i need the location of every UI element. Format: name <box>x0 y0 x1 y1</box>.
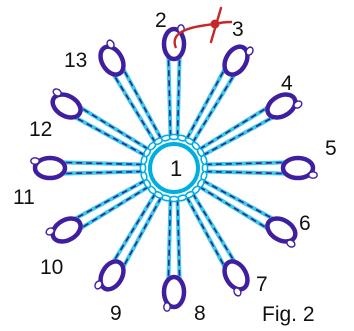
chain-arms <box>60 54 288 282</box>
petal-picot-7 <box>233 287 242 297</box>
petal-picot-9 <box>94 280 103 290</box>
chain-stitch-5 <box>205 161 286 166</box>
chain-stitch-3 <box>192 73 236 143</box>
petal-label-12: 12 <box>29 118 52 141</box>
petal-label-6: 6 <box>299 212 311 235</box>
petal-ring-body-7 <box>222 259 250 292</box>
petal-ring-6 <box>265 216 298 248</box>
chain-stitch-2 <box>176 56 181 137</box>
petal-ring-body-10 <box>50 216 83 244</box>
petal-ring-body-13 <box>98 44 126 77</box>
chain-stitch-13 <box>112 73 156 143</box>
petal-picot-4 <box>293 100 303 109</box>
chain-stitch-3 <box>186 67 226 140</box>
chain-stitch-11 <box>62 170 143 175</box>
petal-ring-3 <box>222 44 254 77</box>
petal-label-7: 7 <box>256 273 268 296</box>
petal-picot-5 <box>308 171 318 179</box>
chain-stitch-4 <box>199 106 269 150</box>
chain-stitch-7 <box>192 193 236 263</box>
chain-stitch-7 <box>186 196 226 269</box>
chain-stitch-11 <box>62 161 143 166</box>
petal-ring-7 <box>222 259 250 297</box>
chain-stitch-9 <box>112 193 156 263</box>
petal-picot-13 <box>106 39 115 49</box>
chain-stitch-13 <box>122 67 162 140</box>
petal-ring-body-3 <box>222 44 250 77</box>
center-ring-group <box>139 133 209 203</box>
petal-ring-10 <box>45 216 83 244</box>
chain-stitch-12 <box>79 106 149 150</box>
petal-ring-4 <box>265 92 303 120</box>
petal-picot-8 <box>163 302 171 312</box>
petal-picot-11 <box>30 157 40 165</box>
petal-picot-10 <box>45 227 55 236</box>
chain-stitch-6 <box>199 186 269 230</box>
chain-stitch-9 <box>122 196 162 269</box>
petal-ring-8 <box>161 274 187 312</box>
figure-caption: Fig. 2 <box>262 303 315 326</box>
chain-stitch-8 <box>167 199 172 280</box>
petal-ring-body-9 <box>98 259 126 292</box>
petal-ring-body-11 <box>32 155 68 181</box>
petal-label-10: 10 <box>40 256 63 279</box>
petal-ring-9 <box>94 259 126 292</box>
chain-stitch-5 <box>205 170 286 175</box>
petal-ring-12 <box>50 88 83 120</box>
petal-picot-12 <box>52 88 62 97</box>
petal-picot-6 <box>286 239 296 248</box>
petal-ring-body-5 <box>280 155 316 181</box>
center-picot <box>200 154 208 166</box>
petal-label-8: 8 <box>194 302 206 325</box>
chain-stitch-8 <box>176 199 181 280</box>
petal-ring-body-4 <box>265 92 298 120</box>
petal-ring-5 <box>280 155 318 181</box>
petal-label-2: 2 <box>155 9 167 32</box>
chain-stitch-2 <box>167 56 172 137</box>
chain-stitch-12 <box>73 116 146 156</box>
petal-ring-11 <box>30 155 68 181</box>
petal-ring-body-8 <box>161 274 187 310</box>
center-ring <box>148 142 200 194</box>
chain-stitch-6 <box>202 180 275 220</box>
chain-stitch-10 <box>73 180 146 220</box>
petal-ring-body-12 <box>50 92 83 120</box>
center-ring-label: 1 <box>170 156 182 181</box>
chain-stitch-10 <box>79 186 149 230</box>
petal-label-5: 5 <box>325 137 337 160</box>
petal-ring-body-6 <box>265 216 298 244</box>
petal-picot-3 <box>245 46 254 56</box>
chain-stitch-4 <box>202 116 275 156</box>
petal-label-4: 4 <box>281 72 293 95</box>
petal-label-13: 13 <box>64 49 87 72</box>
needle-knot <box>210 19 220 29</box>
petal-label-9: 9 <box>110 302 122 325</box>
petal-rings <box>30 24 318 312</box>
petal-label-3: 3 <box>232 18 244 41</box>
petal-ring-13 <box>98 39 126 77</box>
needle-mark <box>173 6 233 49</box>
petal-label-11: 11 <box>13 186 35 209</box>
